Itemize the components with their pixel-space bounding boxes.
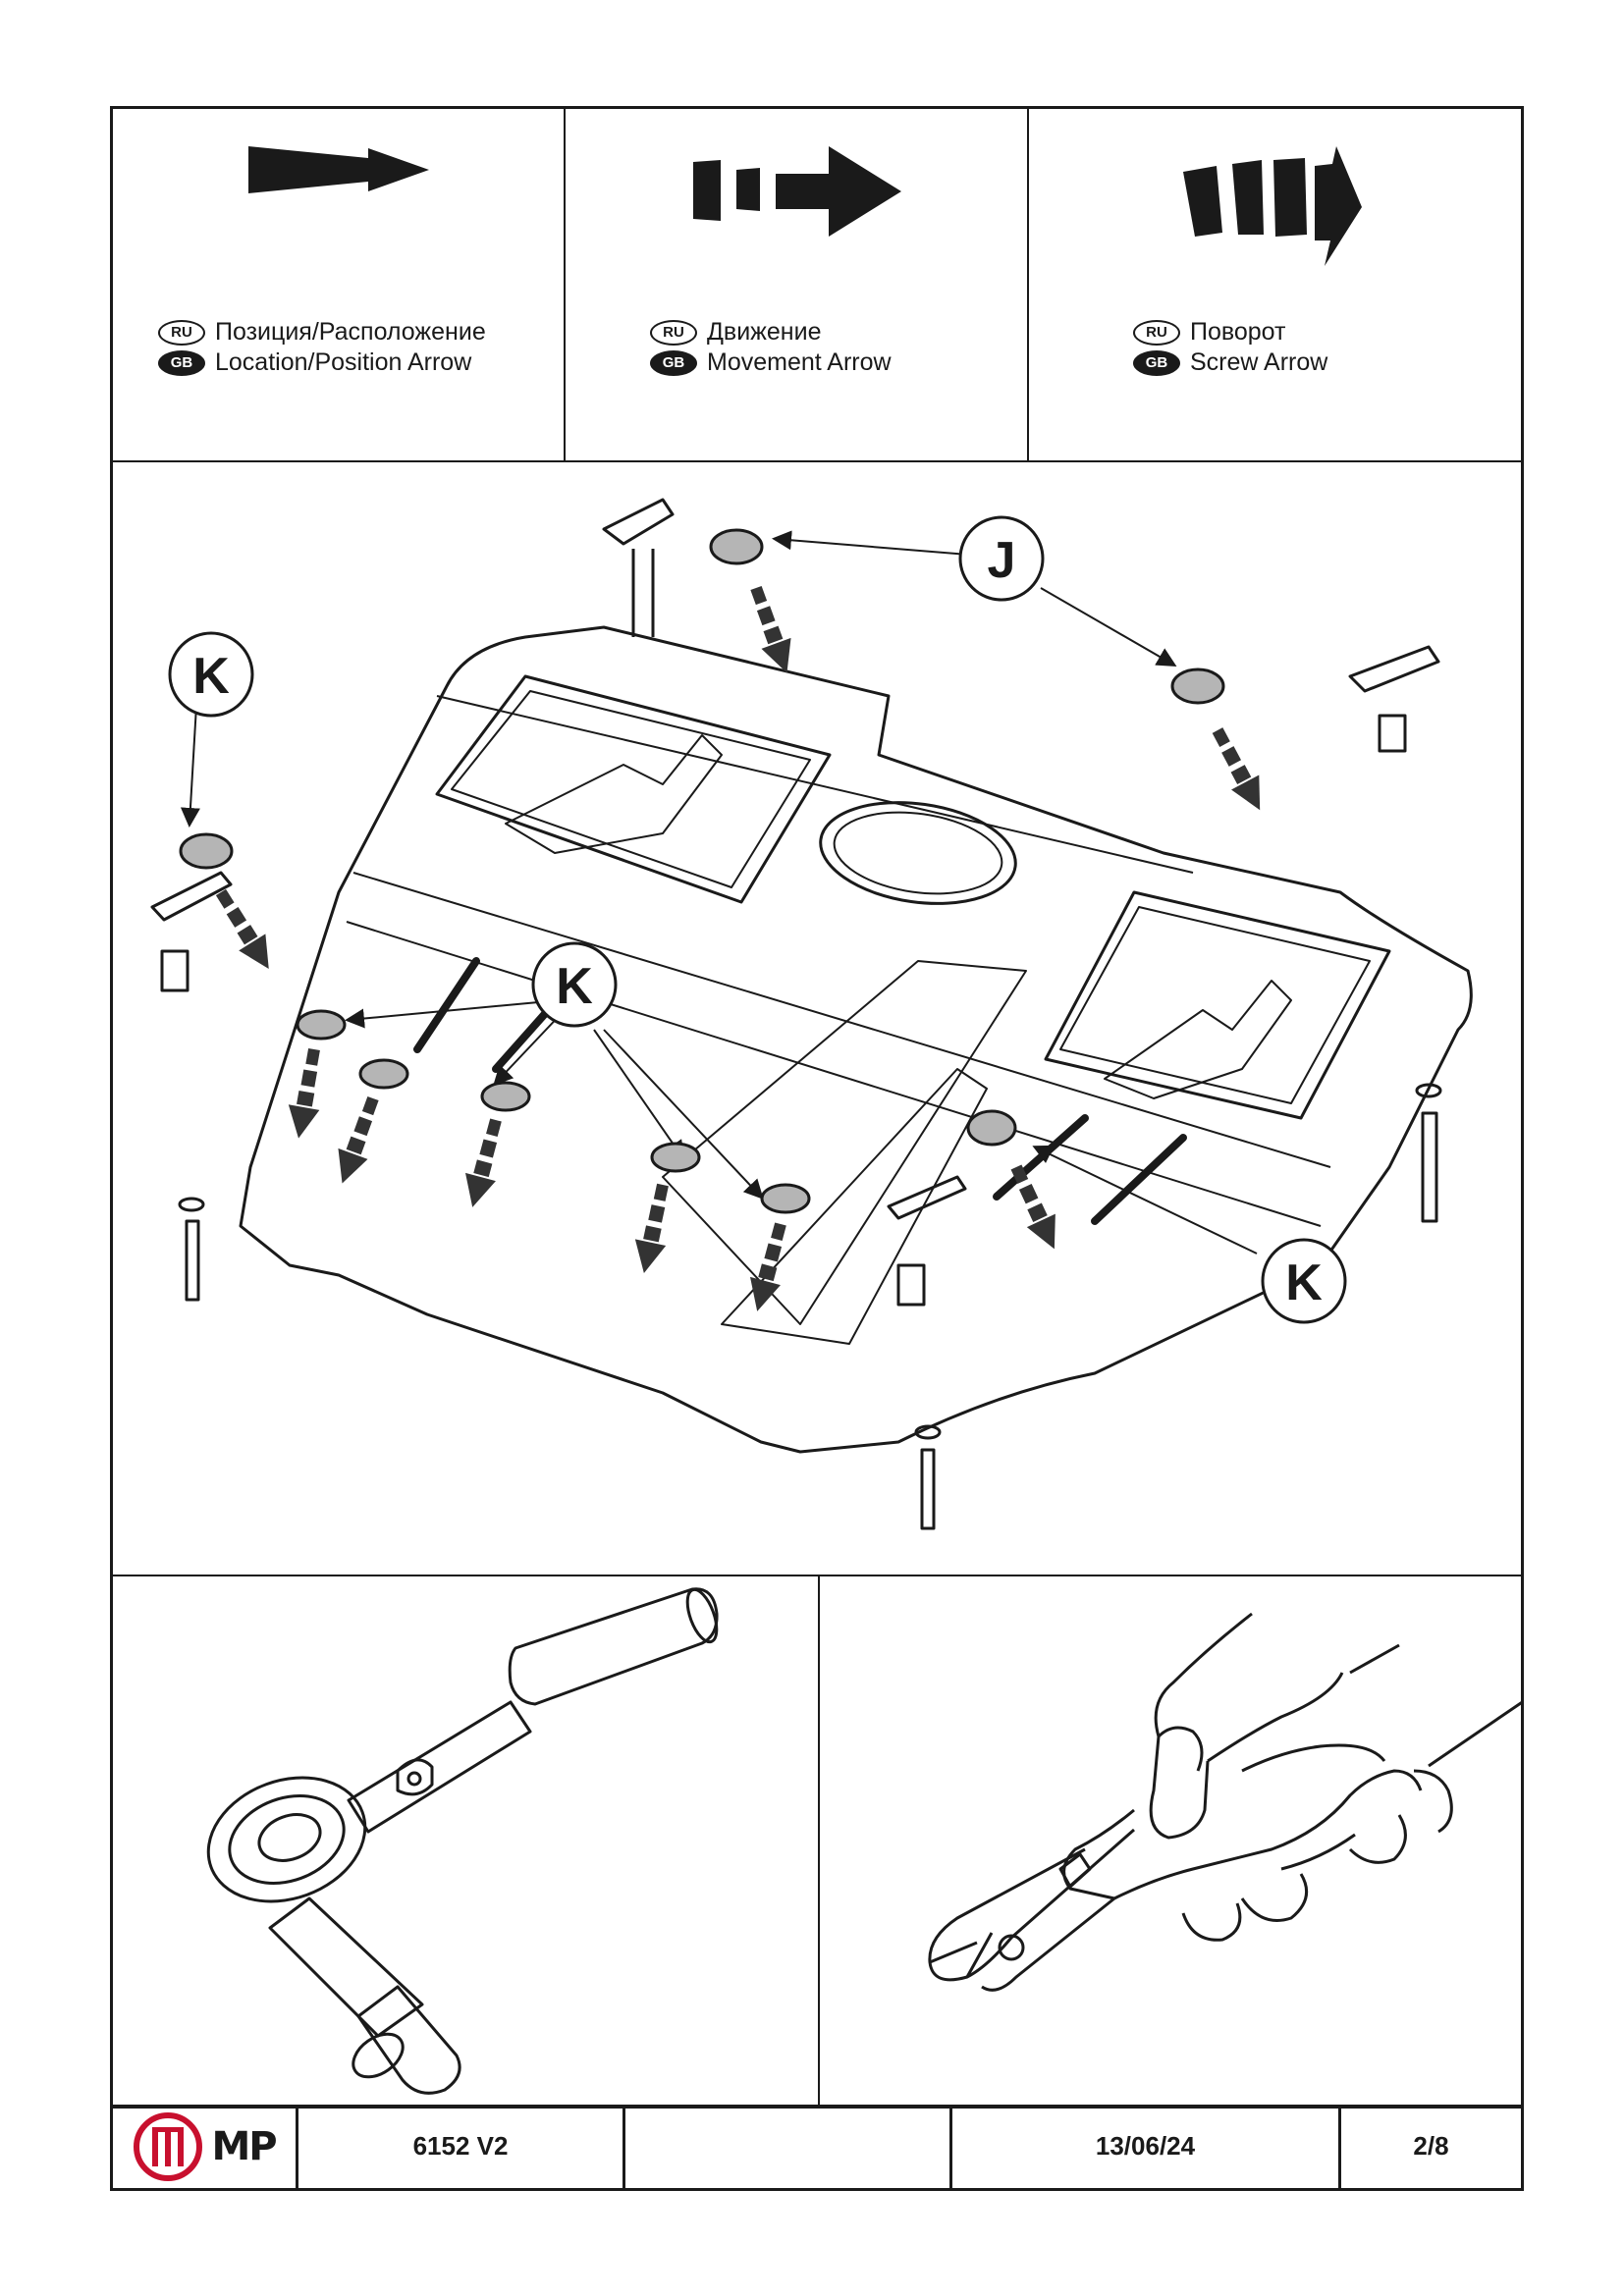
side-cutter-pliers-icon (928, 1612, 1538, 1992)
required-tools (113, 1575, 1538, 2109)
callout-j (958, 515, 1045, 602)
skid-plate-drawing: J K K K (150, 498, 1473, 1530)
legend-ru-text: Движение (707, 318, 822, 346)
gb-badge: GB (650, 349, 697, 376)
mp-logo-icon (134, 2111, 203, 2181)
gb-badge: GB (1133, 349, 1180, 376)
curved-screw-arrow-icon (1182, 146, 1362, 266)
legend-gb-text: Screw Arrow (1190, 348, 1328, 376)
left-raised-pad (435, 674, 832, 904)
part-number: 6152 V2 (298, 2105, 625, 2188)
ratchet-wrench-icon (206, 1587, 719, 2095)
tool-side-cutter (818, 1575, 1538, 2105)
dashed-arrow-icon (693, 146, 901, 237)
ru-badge: RU (1133, 319, 1180, 346)
page-number: 2/8 (1413, 2131, 1449, 2161)
instruction-sheet: RU Позиция/Расположение GB Location/Positi… (110, 106, 1538, 2191)
blank-field (625, 2105, 952, 2188)
callout-k-label: K (192, 648, 230, 705)
right-bracket (1348, 645, 1440, 693)
ru-badge: RU (158, 319, 205, 346)
mp-logo: MP (133, 2111, 278, 2182)
bolt-right (1415, 1083, 1442, 1223)
callout-k-right (1261, 1238, 1347, 1324)
solid-arrow-icon (247, 146, 429, 193)
plug-k-left (179, 832, 234, 870)
revision-date: 13/06/24 (952, 2105, 1341, 2188)
logo-text: MP (211, 2123, 277, 2169)
top-bracket (602, 498, 675, 546)
plug-k-2 (358, 1058, 409, 1090)
right-raised-pad (1044, 890, 1391, 1120)
legend-gb-text: Movement Arrow (707, 348, 892, 376)
title-block: MP 6152 V2 13/06/24 2/8 (113, 2105, 1521, 2188)
legend-gb-text: Location/Position Arrow (215, 348, 472, 376)
tool-ratchet (113, 1575, 818, 2105)
plug-k-4 (650, 1142, 701, 1173)
plug-k-5 (760, 1183, 811, 1214)
movement-arrows (215, 585, 1261, 1311)
bolt-center (914, 1424, 942, 1530)
arrow-legend: RU Позиция/Расположение GB Location/Positi… (113, 109, 1521, 462)
plug-k-1 (296, 1009, 347, 1041)
plug-k-right (966, 1109, 1017, 1147)
legend-movement-arrow: RU Движение GB Movement Arrow (566, 109, 1029, 460)
gb-badge: GB (158, 349, 205, 376)
plug-k-3 (480, 1081, 531, 1112)
callout-k-label: K (1285, 1255, 1323, 1311)
bolt-left (178, 1197, 205, 1302)
callout-k-center (531, 941, 618, 1028)
center-bracket (887, 1175, 967, 1220)
callout-j-label: J (988, 532, 1016, 589)
rubber-plugs (179, 528, 1225, 1214)
plug-j-top (709, 528, 764, 565)
left-bracket (150, 871, 233, 922)
skid-plate-assembly-diagram: J K K K (113, 460, 1521, 1576)
logo-cell: MP (113, 2105, 298, 2188)
callout-k-label: K (556, 958, 593, 1015)
legend-position-arrow: RU Позиция/Расположение GB Location/Positi… (113, 109, 566, 460)
plug-j-right (1170, 667, 1225, 705)
oval-opening (819, 801, 1017, 905)
legend-screw-arrow: RU Поворот GB Screw Arrow (1029, 109, 1521, 460)
legend-ru-text: Поворот (1190, 318, 1286, 346)
callout-k-top-left (168, 631, 254, 718)
legend-ru-text: Позиция/Расположение (215, 318, 486, 346)
ru-badge: RU (650, 319, 697, 346)
